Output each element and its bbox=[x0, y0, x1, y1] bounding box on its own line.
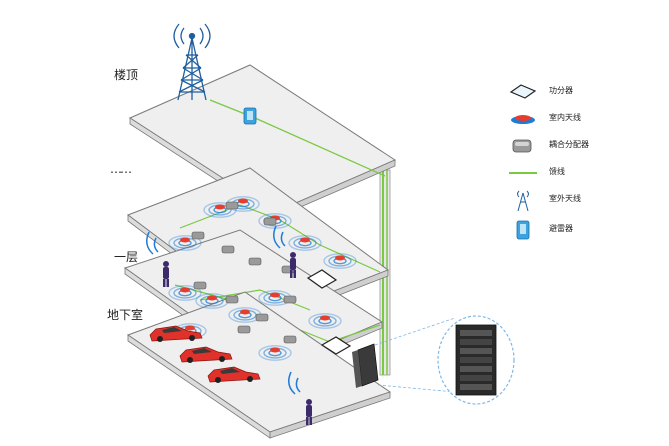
label-roof: 楼顶 bbox=[114, 68, 139, 82]
car-3 bbox=[207, 366, 261, 383]
coupler bbox=[225, 201, 239, 210]
coupler bbox=[193, 281, 207, 290]
coupler bbox=[221, 245, 235, 254]
lightning-arrester-roof bbox=[243, 107, 257, 125]
legend-label: 室内天线 bbox=[549, 113, 581, 122]
signal-wave-left bbox=[146, 231, 159, 255]
callout-lines bbox=[374, 317, 456, 393]
outdoor-antenna-tower bbox=[173, 23, 211, 101]
power-splitter-upper bbox=[306, 269, 338, 289]
coupler bbox=[237, 325, 251, 334]
indoor-antenna bbox=[195, 293, 229, 309]
legend-label: 功分器 bbox=[549, 86, 573, 95]
coupler bbox=[248, 257, 262, 266]
power-splitter-icon bbox=[509, 84, 537, 99]
coupler-icon bbox=[512, 139, 532, 153]
label-basement: 地下室 bbox=[107, 308, 144, 322]
legend-item-lightning-arrester: 避雷器 bbox=[505, 218, 655, 242]
label-first-floor: 一层 bbox=[114, 250, 139, 264]
label-ellipsis: …… bbox=[110, 162, 132, 176]
feeder-line-icon bbox=[509, 172, 537, 174]
legend-label: 室外天线 bbox=[549, 194, 581, 203]
person-basement bbox=[306, 399, 312, 425]
power-splitter-lower bbox=[320, 336, 352, 355]
legend-label: 耦合分配器 bbox=[549, 140, 589, 149]
indoor-antenna bbox=[168, 235, 202, 251]
indoor-antenna bbox=[168, 285, 202, 301]
car-2 bbox=[179, 346, 233, 363]
legend-label: 馈线 bbox=[549, 167, 565, 176]
equipment-rack-small bbox=[352, 343, 379, 388]
signal-wave-right bbox=[273, 225, 286, 249]
signal-wave-basement bbox=[288, 371, 301, 395]
legend-item-coupler: 耦合分配器 bbox=[505, 134, 655, 158]
legend-item-outdoor-antenna: 室外天线 bbox=[505, 188, 655, 212]
indoor-antenna bbox=[308, 313, 342, 329]
indoor-antenna bbox=[203, 202, 237, 218]
legend: 功分器 室内天线 耦合分配器 馈线 室外天线 bbox=[505, 80, 655, 250]
indoor-antenna-icon bbox=[511, 115, 535, 124]
outdoor-antenna-icon bbox=[517, 190, 529, 212]
legend-item-indoor-antenna: 室内天线 bbox=[505, 107, 655, 131]
coupler bbox=[283, 295, 297, 304]
coupler bbox=[191, 231, 205, 240]
indoor-antenna bbox=[323, 253, 357, 269]
person-first-floor-left bbox=[163, 261, 169, 287]
car-1 bbox=[149, 325, 203, 342]
legend-item-power-splitter: 功分器 bbox=[505, 80, 655, 104]
legend-label: 避雷器 bbox=[549, 224, 573, 233]
coupler bbox=[263, 217, 277, 226]
legend-item-feeder: 馈线 bbox=[505, 161, 655, 185]
indoor-antenna bbox=[288, 235, 322, 251]
lightning-arrester-icon bbox=[516, 220, 530, 240]
indoor-antenna bbox=[258, 345, 292, 361]
coupler bbox=[255, 313, 269, 322]
equipment-rack-zoom bbox=[437, 315, 515, 405]
person-first-floor-right bbox=[290, 252, 296, 278]
coupler bbox=[283, 335, 297, 344]
coupler bbox=[225, 295, 239, 304]
